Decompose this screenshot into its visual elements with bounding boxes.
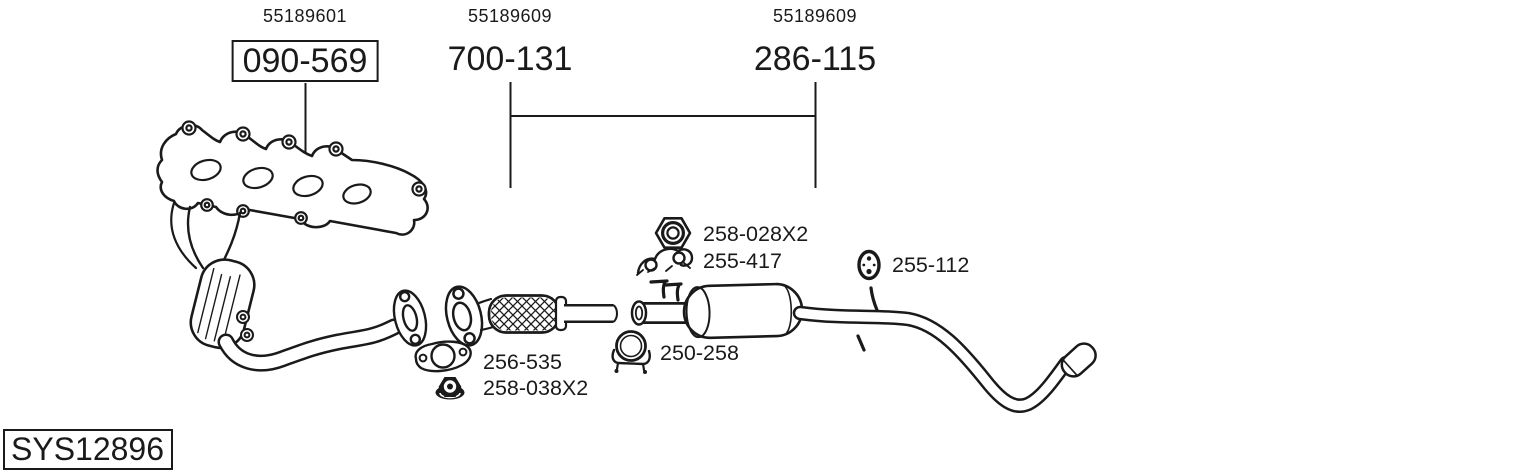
hex-nut-icon [654,217,692,249]
flange-nut-icon [435,377,465,400]
callout-flex-pipe: 55189609 700-131 [448,6,573,78]
part-number-hex-nut[interactable]: 258-028X2 [703,222,809,246]
part-number-700-131[interactable]: 700-131 [447,40,573,78]
part-number-286-115[interactable]: 286-115 [753,40,877,78]
oe-number-label: 55189601 [262,6,348,26]
part-number-090-569[interactable]: 090-569 [231,40,379,82]
callout-manifold: 55189601 090-569 [231,6,379,82]
system-code-badge[interactable]: SYS12896 [3,429,174,470]
rubber-hanger-icon [857,249,881,281]
oe-number-label: 55189609 [467,6,553,26]
part-number-rubber-hanger[interactable]: 255-112 [892,253,970,277]
exhaust-manifold-catalyst-drawing [156,120,429,372]
part-number-gasket[interactable]: 256-535 [483,350,562,374]
mounting-bracket-icon [636,247,694,276]
callout-muffler: 55189609 286-115 [754,6,876,78]
flex-pipe-drawing [444,285,618,347]
center-muffler-tailpipe-drawing [630,279,1097,413]
part-number-bracket[interactable]: 255-417 [703,249,782,273]
part-number-pipe-clamp[interactable]: 250-258 [660,341,739,365]
part-number-flange-nut[interactable]: 258-038X2 [483,376,589,400]
pipe-clamp-icon [611,330,651,374]
gasket-icon [414,340,472,373]
oe-number-label: 55189609 [772,6,858,26]
